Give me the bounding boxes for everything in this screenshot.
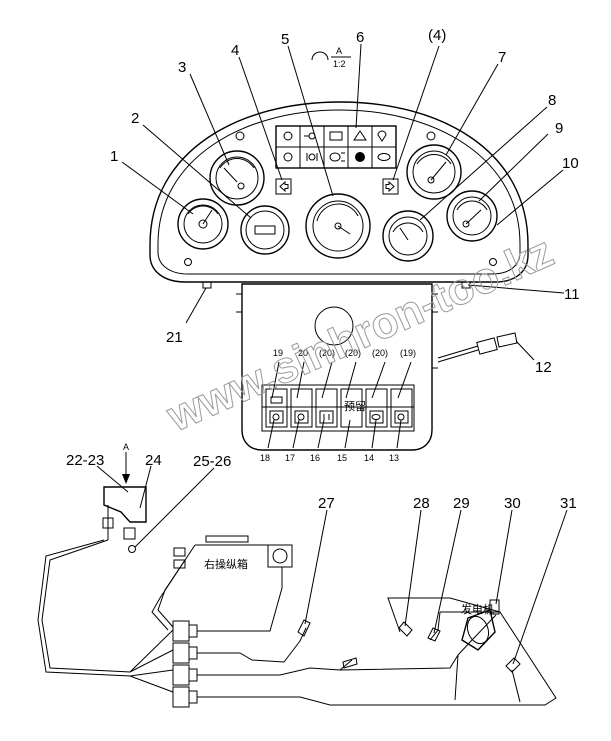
- switch-callout-13: 13: [389, 453, 399, 463]
- callout-3: 3: [178, 59, 186, 76]
- instrument-panel: [149, 101, 529, 289]
- tachometer-5: [305, 193, 371, 259]
- gauge-7: [406, 144, 462, 200]
- right-control-box-device: [267, 544, 293, 568]
- callouts: 1 2 3 4 5 6 (4) 7 8 9 10 11 12 21 19 20 …: [66, 27, 580, 512]
- switch-callout-18: 18: [260, 453, 270, 463]
- switch-callout-20c: (20): [372, 348, 388, 358]
- callout-5: 5: [281, 31, 289, 48]
- gauge-10: [446, 190, 498, 242]
- reserved-label: 预留: [344, 400, 366, 413]
- connector-12: [437, 332, 518, 363]
- sensor-24: [123, 527, 136, 540]
- left-turn-indicator: [275, 178, 292, 195]
- view-marker-letter: A: [336, 46, 342, 56]
- connector-small: [342, 657, 358, 669]
- connector-stack: [172, 620, 198, 708]
- sensor-27: [297, 619, 311, 637]
- callout-22-23: 22-23: [66, 452, 104, 469]
- switch-callout-15: 15: [337, 453, 347, 463]
- callout-12: 12: [535, 359, 552, 376]
- sensor-31: [505, 657, 521, 673]
- switch-callout-20: 20: [298, 348, 308, 358]
- mount-foot: [202, 281, 212, 289]
- switch-callout-19: 19: [273, 348, 283, 358]
- rocker-switch-17: [290, 388, 313, 428]
- rocker-switch-18: [265, 388, 288, 428]
- reserved-switch-15: [340, 388, 363, 428]
- warning-light-cluster-6: [275, 125, 397, 169]
- callout-7: 7: [498, 49, 506, 66]
- callout-27: 27: [318, 495, 335, 512]
- callout-9: 9: [555, 120, 563, 137]
- callout-4: 4: [231, 42, 239, 59]
- sensor-bracket: [103, 486, 147, 523]
- switch-callout-19b: (19): [400, 348, 416, 358]
- switch-callout-20b: (20): [345, 348, 361, 358]
- screw-hole: [489, 258, 497, 266]
- sensor-25-26: [128, 545, 136, 553]
- gauge-3: [209, 150, 265, 206]
- callout-29: 29: [453, 495, 470, 512]
- rocker-switch-13: [390, 388, 413, 428]
- callout-28: 28: [413, 495, 430, 512]
- view-marker-scale: 1:2: [333, 59, 346, 69]
- callout-6: 6: [356, 29, 364, 46]
- switch-panel: 预留: [236, 283, 518, 451]
- callout-31: 31: [560, 495, 577, 512]
- callout-10: 10: [562, 155, 579, 172]
- view-arrow-letter: A: [123, 442, 129, 452]
- switch-callout-20a: (20): [319, 348, 335, 358]
- switch-callout-14: 14: [364, 453, 374, 463]
- generator-label: 发电机: [461, 602, 494, 616]
- ignition-switch-hole: [314, 306, 354, 346]
- sensor-29: [427, 627, 441, 642]
- right-control-box-label: 右操纵箱: [204, 557, 248, 571]
- gauge-8: [382, 210, 434, 262]
- callout-25-26: 25-26: [193, 453, 231, 470]
- screw-hole: [235, 131, 245, 141]
- callout-8: 8: [548, 92, 556, 109]
- callout-2: 2: [131, 110, 139, 127]
- switch-callout-16: 16: [310, 453, 320, 463]
- callout-30: 30: [504, 495, 521, 512]
- generator-30: [461, 599, 500, 651]
- callout-24: 24: [145, 452, 162, 469]
- screw-hole: [426, 131, 436, 141]
- callout-4-paren: (4): [428, 27, 446, 44]
- switch-callout-17: 17: [285, 453, 295, 463]
- rocker-switch-16: [315, 388, 338, 428]
- right-turn-indicator: [382, 178, 399, 195]
- warning-lamp-2: [240, 205, 290, 255]
- callout-11: 11: [564, 286, 580, 303]
- screw-hole: [184, 258, 192, 266]
- leader-lines: [96, 43, 568, 665]
- sensor-28: [398, 621, 413, 637]
- callout-1: 1: [110, 148, 118, 165]
- callout-21: 21: [166, 329, 183, 346]
- rocker-switch-14: [365, 388, 388, 428]
- wiring-harness: 右操纵箱: [37, 486, 557, 708]
- gauge-1: [177, 198, 229, 250]
